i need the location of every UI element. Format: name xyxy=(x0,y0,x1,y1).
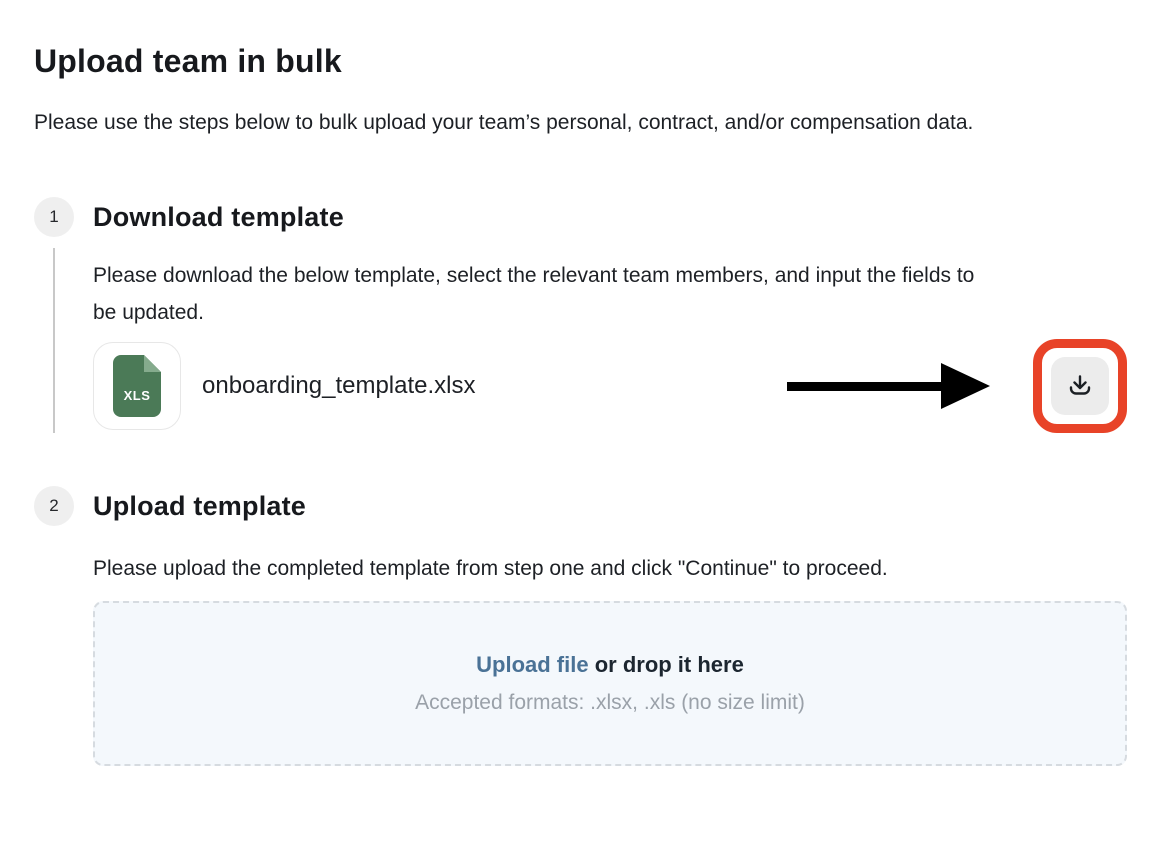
page-subtitle: Please use the steps below to bulk uploa… xyxy=(34,111,974,134)
xls-file-icon: XLS xyxy=(113,355,161,417)
upload-dropzone[interactable]: Upload file or drop it here Accepted for… xyxy=(93,601,1127,766)
drop-it-here-text: or drop it here xyxy=(588,652,744,677)
accepted-formats-text: Accepted formats: .xlsx, .xls (no size l… xyxy=(415,691,805,714)
template-filename: onboarding_template.xlsx xyxy=(202,372,476,399)
step-upload-template: 2 Upload template Please upload the comp… xyxy=(34,486,1127,766)
xls-file-icon-label: XLS xyxy=(124,388,151,403)
upload-file-link[interactable]: Upload file xyxy=(476,652,589,677)
download-icon xyxy=(1069,375,1091,395)
step-1-rail: 1 xyxy=(34,197,74,433)
step-1-description: Please download the below template, sele… xyxy=(93,264,975,324)
dropzone-main-text: Upload file or drop it here xyxy=(476,652,744,678)
step-2-number-badge: 2 xyxy=(34,486,74,526)
step-2-title: Upload template xyxy=(93,491,307,521)
annotation-highlight-box xyxy=(1033,339,1127,433)
step-1-number-badge: 1 xyxy=(34,197,74,237)
download-template-button[interactable] xyxy=(1051,357,1109,415)
step-download-template: 1 Download template Please download the … xyxy=(34,197,1127,470)
step-2-rail: 2 xyxy=(34,486,74,766)
template-file-row: XLS onboarding_template.xlsx xyxy=(93,339,1127,433)
step-connector-line xyxy=(53,248,55,433)
step-2-description: Please upload the completed template fro… xyxy=(93,557,888,580)
upload-team-page: Upload team in bulk Please use the steps… xyxy=(34,43,1127,766)
step-1-title: Download template xyxy=(93,202,344,232)
page-title: Upload team in bulk xyxy=(34,43,342,79)
right-arrow-icon xyxy=(787,363,990,409)
xls-file-chip: XLS xyxy=(93,342,181,430)
